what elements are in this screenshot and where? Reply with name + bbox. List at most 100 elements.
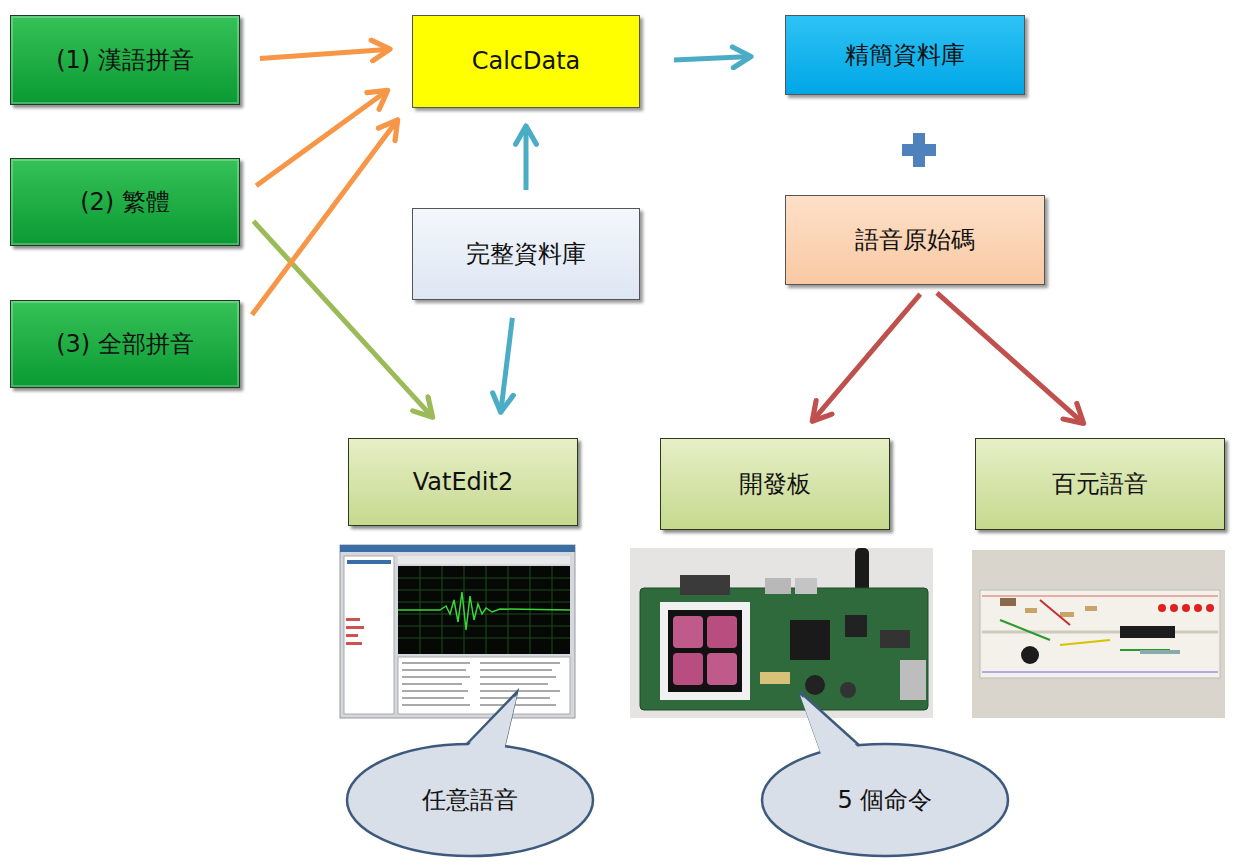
drawing-shape <box>1021 646 1039 664</box>
database-box: 精簡資料庫 <box>785 15 1025 95</box>
node-label: (3) 全部拼音 <box>46 330 204 359</box>
drawing-shape <box>344 556 394 714</box>
target-box: VatEdit2 <box>348 438 578 526</box>
drawing-shape <box>760 672 790 684</box>
drawing-shape <box>398 614 570 615</box>
input-box: (2) 繁體 <box>10 158 240 246</box>
source-box: 語音原始碼 <box>785 195 1045 285</box>
drawing-shape <box>795 578 817 594</box>
drawing-shape <box>508 566 509 654</box>
breadboard-photo <box>972 550 1225 718</box>
dev-board-photo <box>630 548 933 718</box>
drawing-shape <box>347 744 593 856</box>
drawing-shape <box>982 672 1218 673</box>
drawing-shape <box>762 744 1008 856</box>
drawing-shape <box>402 683 462 685</box>
node-label: (1) 漢語拼音 <box>46 46 204 75</box>
flow-arrow <box>501 318 513 412</box>
drawing-shape <box>346 618 360 621</box>
drawing-shape <box>668 610 742 692</box>
drawing-shape <box>398 592 570 630</box>
drawing-shape <box>1194 604 1202 612</box>
drawing-shape <box>880 630 910 648</box>
drawing-shape <box>398 566 570 654</box>
drawing-shape <box>1060 612 1074 617</box>
drawing-shape <box>1182 604 1190 612</box>
drawing-shape <box>980 590 1220 678</box>
drawing-shape <box>398 566 570 654</box>
node-label: 精簡資料庫 <box>835 41 975 70</box>
drawing-shape <box>1140 650 1180 654</box>
drawing-shape <box>480 676 556 678</box>
flow-arrow <box>256 90 388 186</box>
drawing-shape <box>765 578 791 594</box>
drawing-shape <box>347 560 391 564</box>
flow-arrow <box>674 57 751 60</box>
drawing-shape <box>480 662 560 664</box>
drawing-shape <box>398 578 570 579</box>
drawing-shape <box>1025 608 1037 613</box>
drawing-shape <box>1000 620 1050 640</box>
node-label: (2) 繁體 <box>70 188 180 217</box>
node-label: 百元語音 <box>1042 470 1158 499</box>
drawing-shape <box>398 626 570 627</box>
drawing-shape <box>402 704 470 706</box>
node-label: 開發板 <box>729 470 821 499</box>
drawing-shape <box>1170 604 1178 612</box>
drawing-shape <box>480 704 556 706</box>
drawing-shape <box>398 657 570 714</box>
drawing-shape <box>800 695 860 757</box>
drawing-shape <box>805 675 825 695</box>
drawing-shape <box>972 550 1225 718</box>
drawing-shape <box>982 596 1218 597</box>
drawing-shape <box>480 690 560 692</box>
drawing-shape <box>982 631 1218 634</box>
drawing-shape <box>840 682 856 698</box>
drawing-shape <box>346 626 364 629</box>
process-box: CalcData <box>412 15 640 108</box>
drawing-shape <box>340 545 575 718</box>
target-box: 百元語音 <box>975 438 1225 530</box>
drawing-shape <box>790 620 830 660</box>
node-label: 完整資料庫 <box>456 240 596 269</box>
drawing-shape <box>480 669 552 671</box>
software-screenshot <box>340 545 575 718</box>
drawing-shape <box>707 653 737 685</box>
drawing-shape <box>1060 640 1110 645</box>
drawing-shape <box>398 590 570 591</box>
node-label: 5 個命令 <box>828 786 943 815</box>
flow-arrow <box>253 221 432 417</box>
drawing-shape <box>673 616 703 648</box>
flow-arrow <box>260 49 390 58</box>
drawing-shape <box>402 690 468 692</box>
drawing-shape <box>1000 598 1016 606</box>
plus-symbol <box>902 133 936 167</box>
drawing-shape <box>640 588 928 710</box>
drawing-shape <box>680 575 730 595</box>
drawing-shape <box>346 642 362 645</box>
node-label: 任意語音 <box>412 786 528 815</box>
drawing-shape <box>402 662 470 664</box>
drawing-shape <box>398 602 570 603</box>
drawing-shape <box>398 638 570 639</box>
database-box: 完整資料庫 <box>412 208 640 300</box>
drawing-shape <box>630 548 933 718</box>
drawing-shape <box>340 545 575 552</box>
drawing-shape <box>1085 606 1097 611</box>
flow-arrow <box>812 294 920 421</box>
drawing-shape <box>900 660 926 700</box>
drawing-shape <box>902 144 936 156</box>
drawing-shape <box>402 663 560 705</box>
node-label: 語音原始碼 <box>845 226 985 255</box>
drawing-shape <box>402 669 466 671</box>
input-box: (3) 全部拼音 <box>10 300 240 388</box>
drawing-shape <box>346 634 358 637</box>
flow-arrow <box>252 120 398 315</box>
callout-bubble: 5 個命令 <box>760 742 1010 858</box>
node-label: VatEdit2 <box>403 468 523 497</box>
drawing-shape <box>673 653 703 685</box>
drawing-shape <box>442 566 443 654</box>
